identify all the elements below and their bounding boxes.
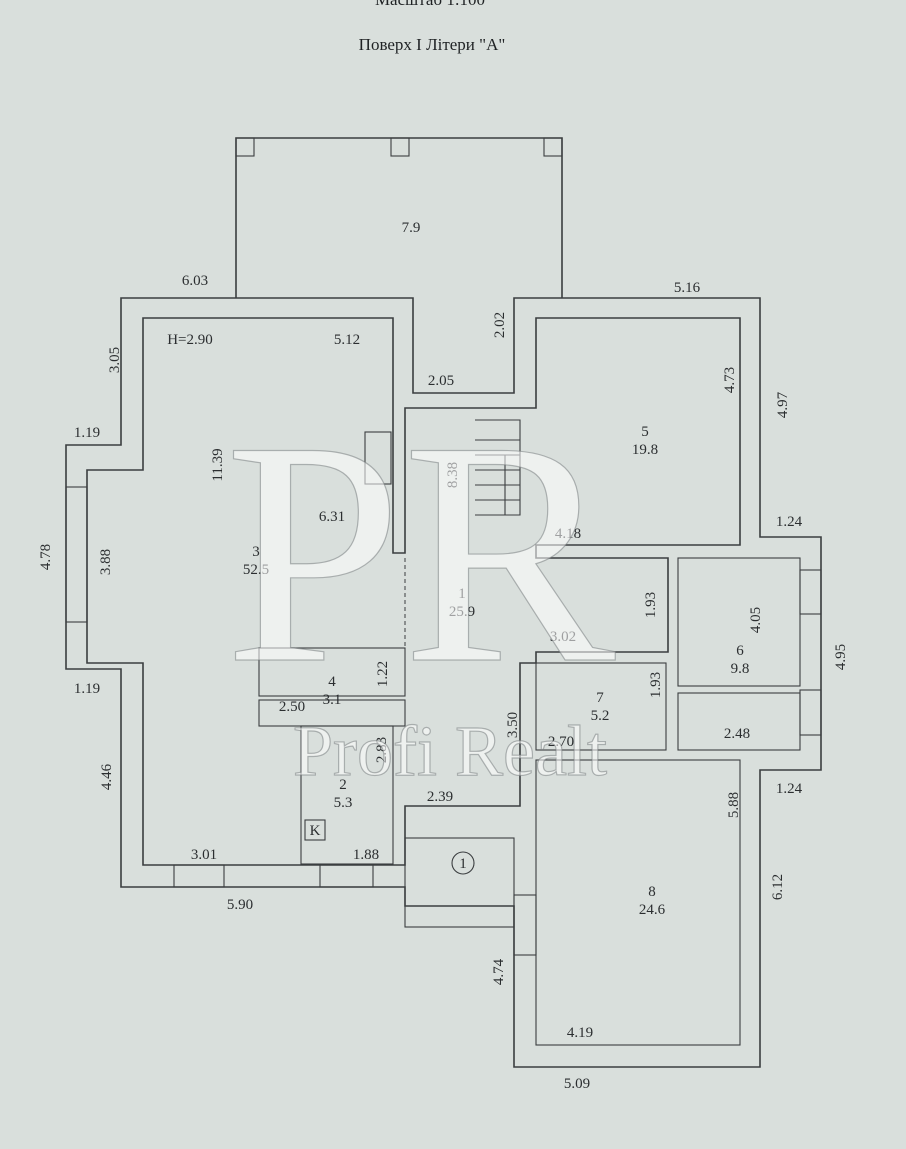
dim-label: 2.50 [279,699,305,715]
dim-label: 5.09 [564,1076,590,1092]
dim-label: 4.05 [748,607,764,633]
dim-label: 4.46 [99,763,115,790]
dim-label: 6.03 [182,273,208,289]
room-4-area: 3.1 [323,692,342,708]
dim-label: 3.02 [550,629,576,645]
dim-label: 4.19 [567,1025,593,1041]
dim-label: 1.22 [375,661,391,687]
dim-label: 3.05 [107,347,123,373]
room-6-number: 6 [736,643,744,659]
room-2-number: 2 [339,777,347,793]
outer-walls [65,297,822,1068]
dim-label: 4.97 [775,391,791,418]
terrace [235,137,563,298]
room-2-area: 5.3 [334,795,353,811]
room-3-area: 52.5 [243,562,269,578]
room-terrace-area: 7.9 [402,220,421,236]
room-7-area: 5.2 [591,708,610,724]
dim-label: 1.19 [74,425,100,441]
dim-label: 3.50 [505,712,521,738]
dim-label: 6.31 [319,509,345,525]
dim-label: 4.74 [491,958,507,985]
room-3-number: 3 [252,544,260,560]
room-4-number: 4 [328,674,336,690]
room-1-area: 25.9 [449,604,475,620]
dim-label: 2.02 [492,312,508,338]
dim-label: 1.93 [648,672,664,698]
dim-label: 2.48 [724,726,750,742]
room-5-number: 5 [641,424,649,440]
room-1-number: 1 [458,586,466,602]
dim-label: 5.88 [726,792,742,818]
dim-label: 4.18 [555,526,581,542]
dim-label: 2.70 [548,734,574,750]
watermark-brand: Profi Realt [293,711,607,791]
dim-label: 2.83 [374,737,390,763]
dim-label: 1.88 [353,847,379,863]
dim-label: 3.88 [98,549,114,575]
dim-label: 4.78 [38,544,54,570]
boiler-label: K [310,823,321,839]
room-7-number: 7 [596,690,604,706]
dim-label: 11.39 [210,448,226,481]
ceiling-height-label: H=2.90 [167,332,213,348]
dim-label: 3.01 [191,847,217,863]
scale-title: Масштаб 1:100 [375,0,485,9]
floor-title: Поверх І Літери "А" [359,35,506,54]
dim-label: 1.93 [643,592,659,618]
entrance-marker: 1 [459,856,467,872]
watermark-monogram: PR [224,376,617,730]
room-5-area: 19.8 [632,442,658,458]
room-8-number: 8 [648,884,656,900]
dim-label: 5.90 [227,897,253,913]
dim-label: 4.73 [722,367,738,393]
dim-label: 8.38 [445,462,461,488]
dim-label: 1.19 [74,681,100,697]
room-6-area: 9.8 [731,661,750,677]
dim-label: 4.95 [833,644,849,670]
dim-label: 1.24 [776,781,803,797]
dim-label: 5.16 [674,280,701,296]
dim-label: 1.24 [776,514,803,530]
dim-label: 2.39 [427,789,453,805]
room-8-area: 24.6 [639,902,666,918]
dim-label: 2.05 [428,373,454,389]
dim-label: 5.12 [334,332,360,348]
dim-label: 6.12 [770,874,786,900]
